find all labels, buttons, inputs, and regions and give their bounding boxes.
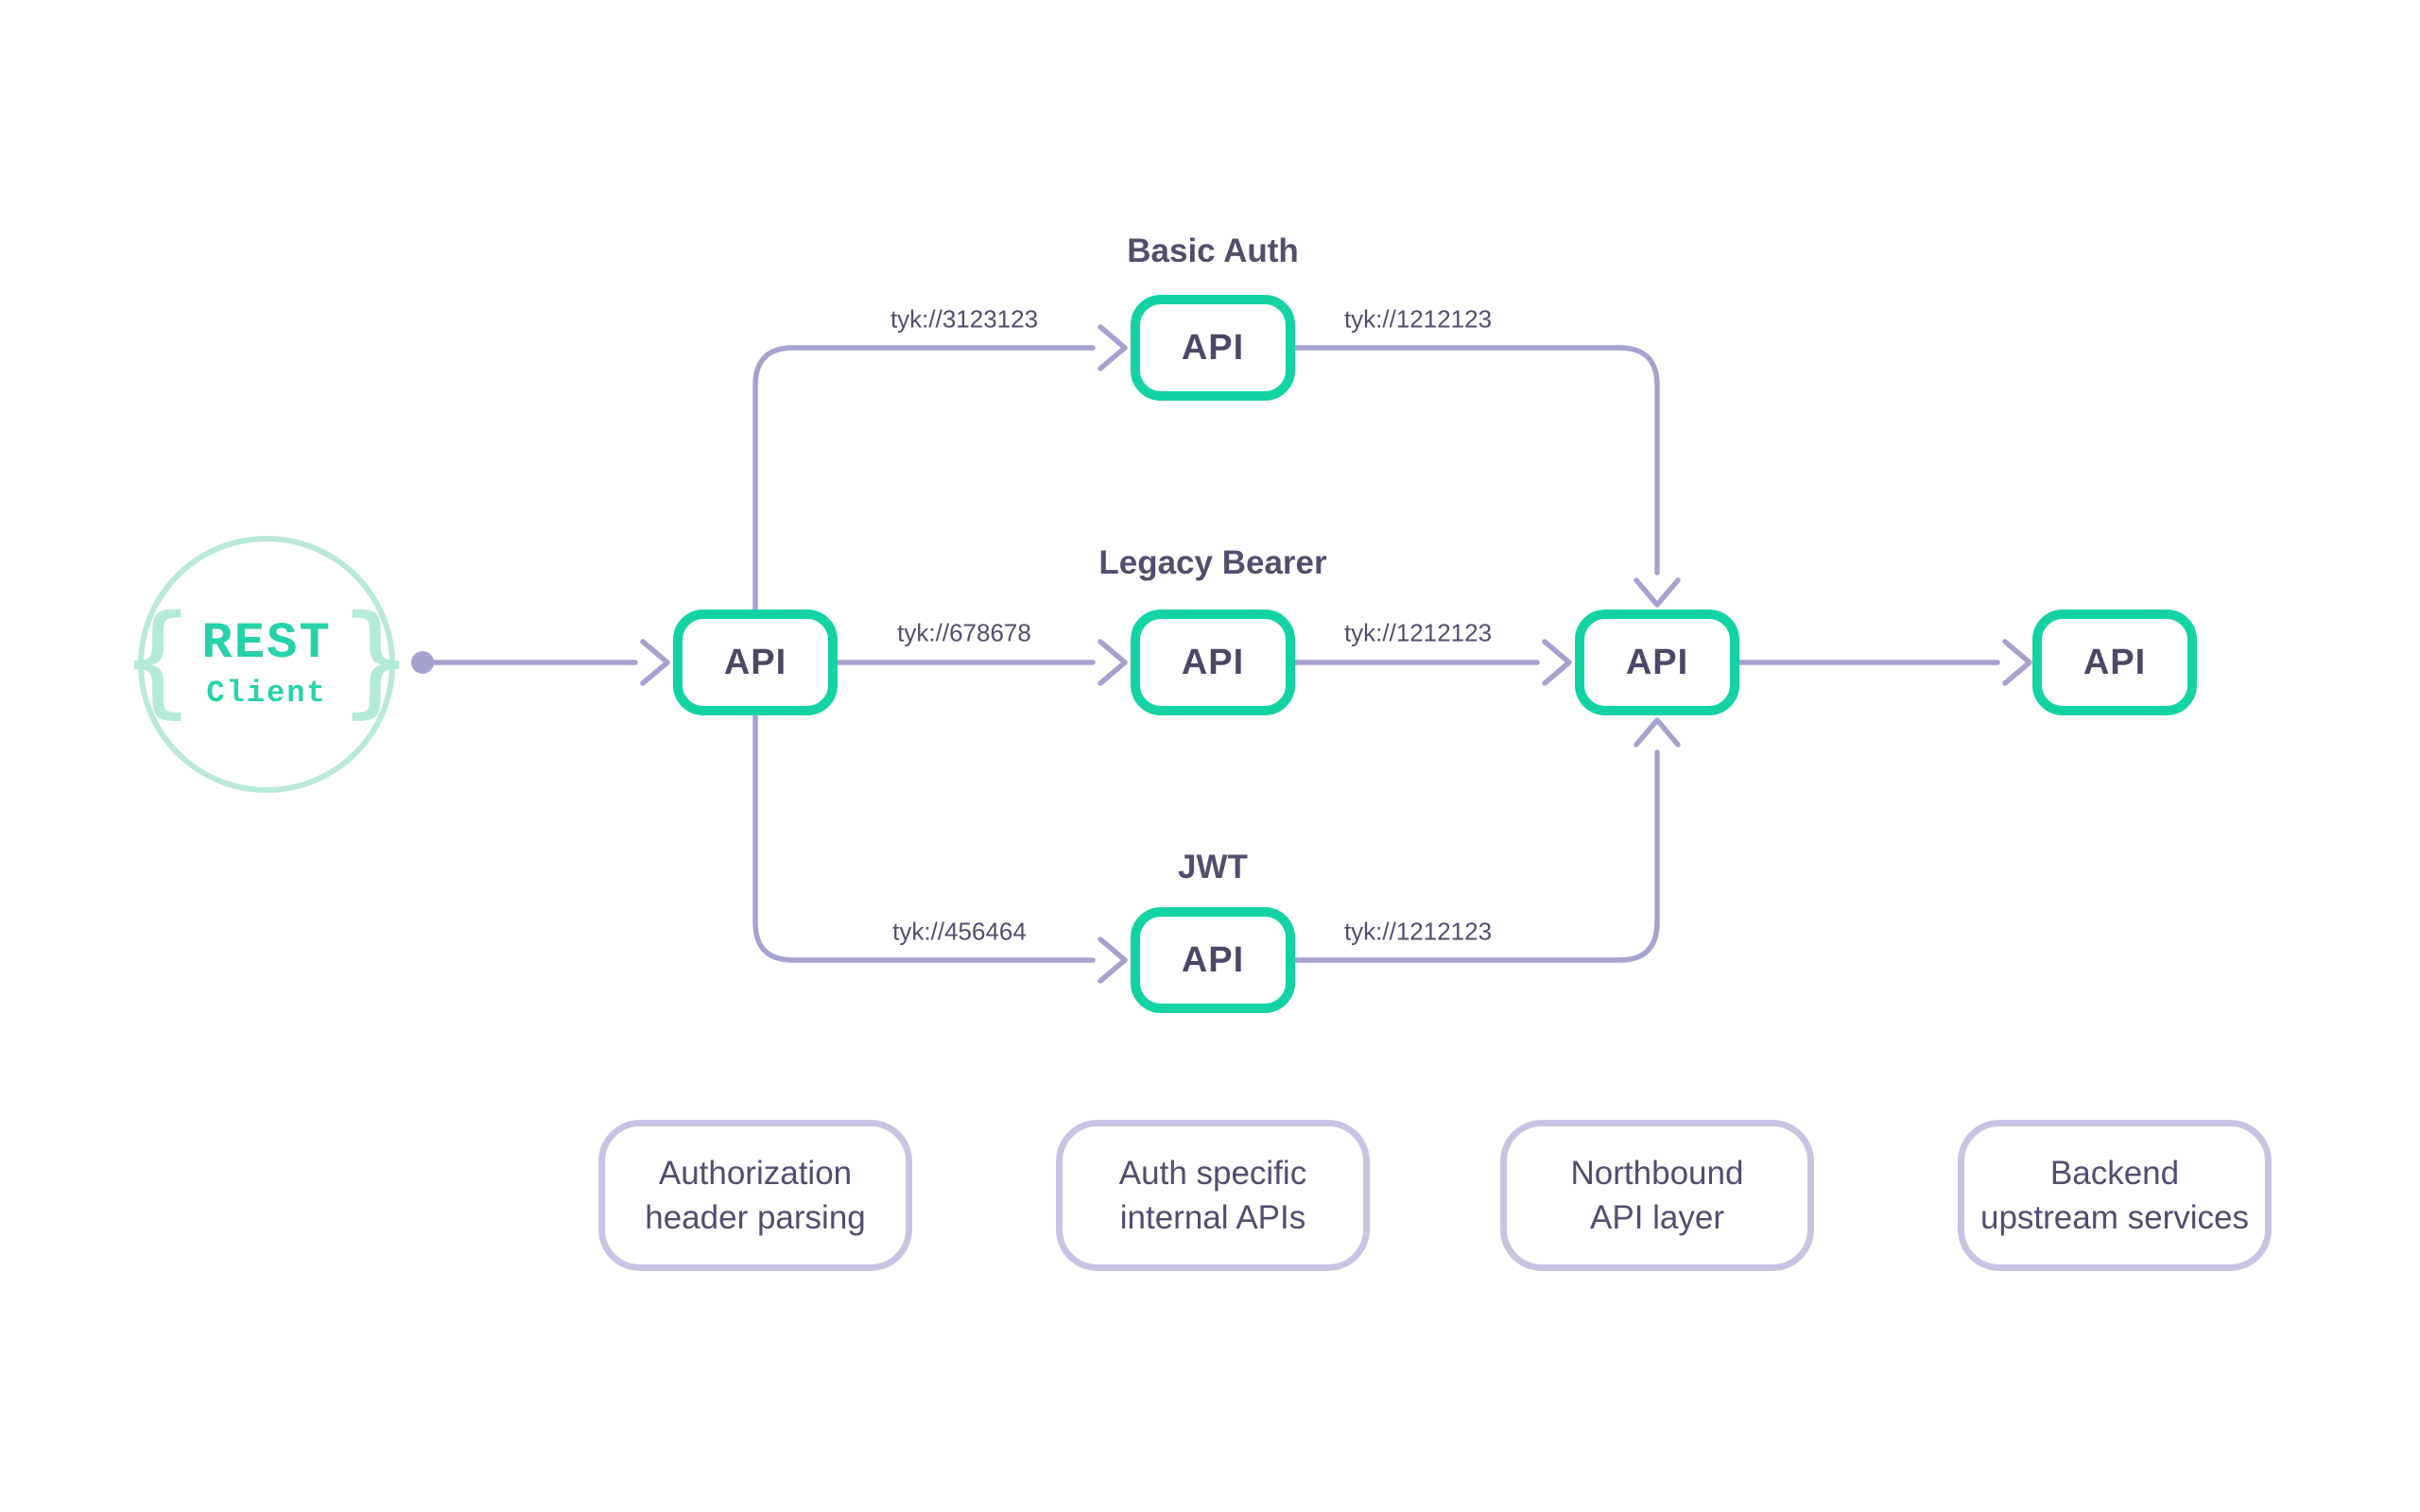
edge-gateway-to-jwt [752, 713, 1096, 963]
caption-line: upstream services [1980, 1199, 2249, 1236]
caption-line: Northbound [1570, 1155, 1744, 1192]
caption-line: Authorization [658, 1155, 853, 1192]
caption-northbound-api-layer: Northbound API layer [1500, 1120, 1814, 1271]
legacy-bearer-title: Legacy Bearer [1098, 544, 1327, 581]
edge-label-gateway-to-basic-auth: tyk://3123123 [890, 304, 1039, 334]
edge-label-basic-auth-to-northbound: tyk://1212123 [1343, 304, 1493, 334]
backend-api-node: API [2032, 610, 2197, 715]
edge-label-gateway-to-legacy-bearer: tyk://678678 [897, 618, 1031, 647]
edge-jwt-to-northbound [1292, 749, 1660, 963]
arrowhead-right-icon [1098, 324, 1128, 371]
basic-auth-api-label: API [1181, 327, 1245, 368]
caption-line: Backend [2049, 1155, 2180, 1192]
gateway-api-label: API [723, 642, 787, 682]
edge-gateway-to-basic-auth [752, 345, 1096, 612]
gateway-api-node: API [673, 610, 838, 715]
caption-backend-upstream-services: Backend upstream services [1958, 1120, 2272, 1271]
brace-right-icon: } [338, 590, 412, 730]
arrowhead-right-icon [640, 639, 670, 686]
caption-auth-specific-internal-apis: Auth specific internal APIs [1056, 1120, 1370, 1271]
caption-line: API layer [1590, 1199, 1724, 1236]
northbound-api-label: API [1625, 642, 1689, 682]
client-name: REST [201, 615, 332, 674]
arrowhead-right-icon [1098, 936, 1128, 984]
caption-line: header parsing [645, 1199, 866, 1236]
caption-line: internal APIs [1119, 1199, 1306, 1236]
edge-label-gateway-to-jwt: tyk://456464 [892, 917, 1027, 946]
basic-auth-api-node: API [1131, 295, 1295, 401]
arrowhead-up-icon [1634, 717, 1681, 747]
edge-label-legacy-bearer-to-northbound: tyk://1212123 [1343, 618, 1493, 647]
edge-label-jwt-to-northbound: tyk://1212123 [1343, 917, 1493, 946]
rest-client-logo: { REST Client } [121, 600, 412, 725]
jwt-api-node: API [1131, 907, 1295, 1013]
arrowhead-down-icon [1634, 577, 1681, 608]
caption-authorization-header-parsing: Authorization header parsing [598, 1120, 912, 1271]
northbound-api-node: API [1575, 610, 1739, 715]
rest-client-node: { REST Client } [121, 536, 412, 793]
edge-basic-auth-to-northbound [1292, 345, 1660, 576]
jwt-api-label: API [1181, 939, 1245, 980]
client-subname: Client [206, 675, 327, 711]
legacy-bearer-api-label: API [1181, 642, 1245, 682]
backend-api-label: API [2083, 642, 2147, 682]
arrowhead-right-icon [2002, 639, 2032, 686]
arrowhead-right-icon [1542, 639, 1572, 686]
caption-line: Auth specific [1118, 1155, 1307, 1192]
brace-left-icon: { [121, 590, 195, 730]
legacy-bearer-api-node: API [1131, 610, 1295, 715]
basic-auth-title: Basic Auth [1127, 232, 1299, 269]
jwt-title: JWT [1178, 849, 1248, 885]
arrowhead-right-icon [1098, 639, 1128, 686]
